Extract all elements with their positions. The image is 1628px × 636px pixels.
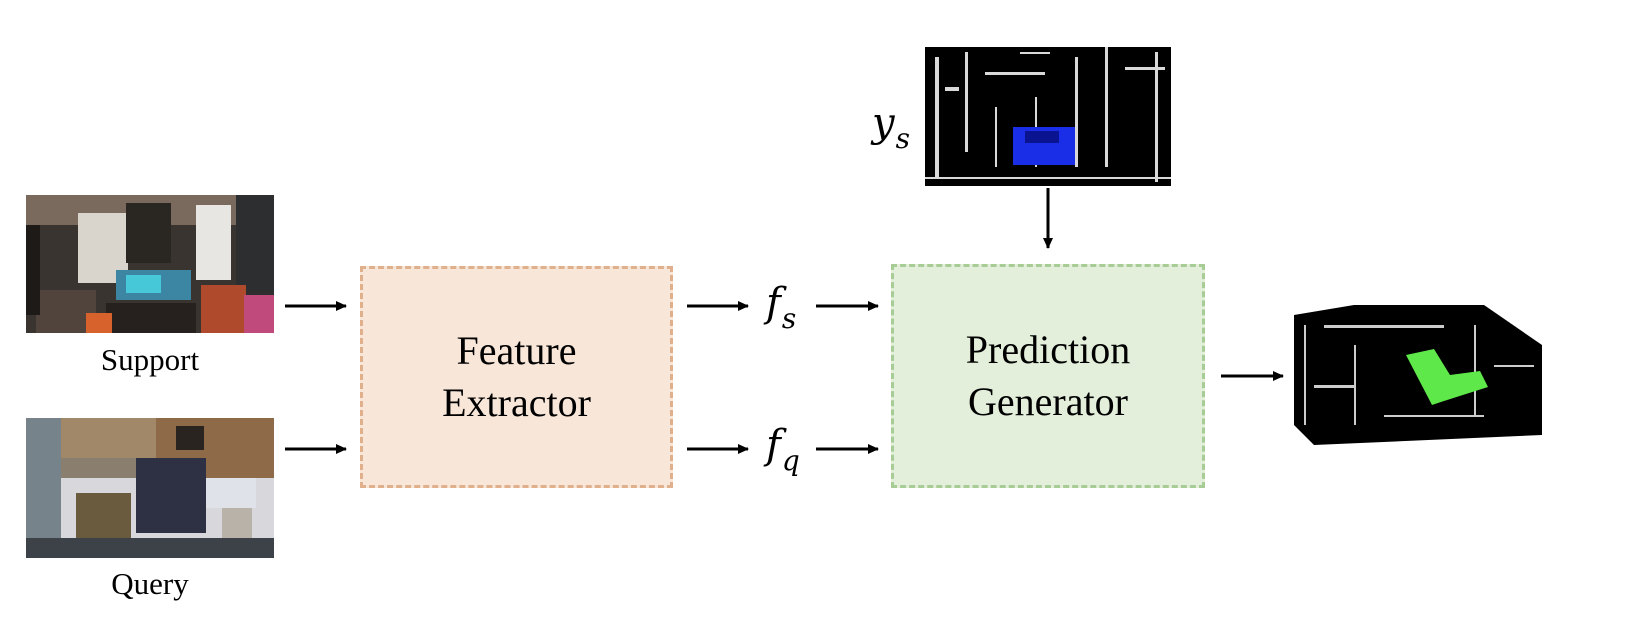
feature-extractor-line2: Extractor <box>442 380 591 425</box>
fq-symbol: fq <box>766 422 800 477</box>
feature-extractor-box: Feature Extractor <box>360 266 673 488</box>
output-prediction <box>1294 305 1542 445</box>
support-label: Support <box>100 342 200 377</box>
fs-symbol: fs <box>766 280 797 335</box>
feature-extractor-line1: Feature <box>456 328 577 373</box>
support-image <box>26 195 274 333</box>
prediction-generator-line2: Generator <box>968 379 1128 424</box>
prediction-generator-line1: Prediction <box>965 327 1131 372</box>
query-label: Query <box>111 566 189 601</box>
prediction-generator-box: Prediction Generator <box>891 264 1205 488</box>
support-label-mask <box>925 47 1171 186</box>
query-image <box>26 418 274 558</box>
ys-symbol: ys <box>872 100 910 155</box>
